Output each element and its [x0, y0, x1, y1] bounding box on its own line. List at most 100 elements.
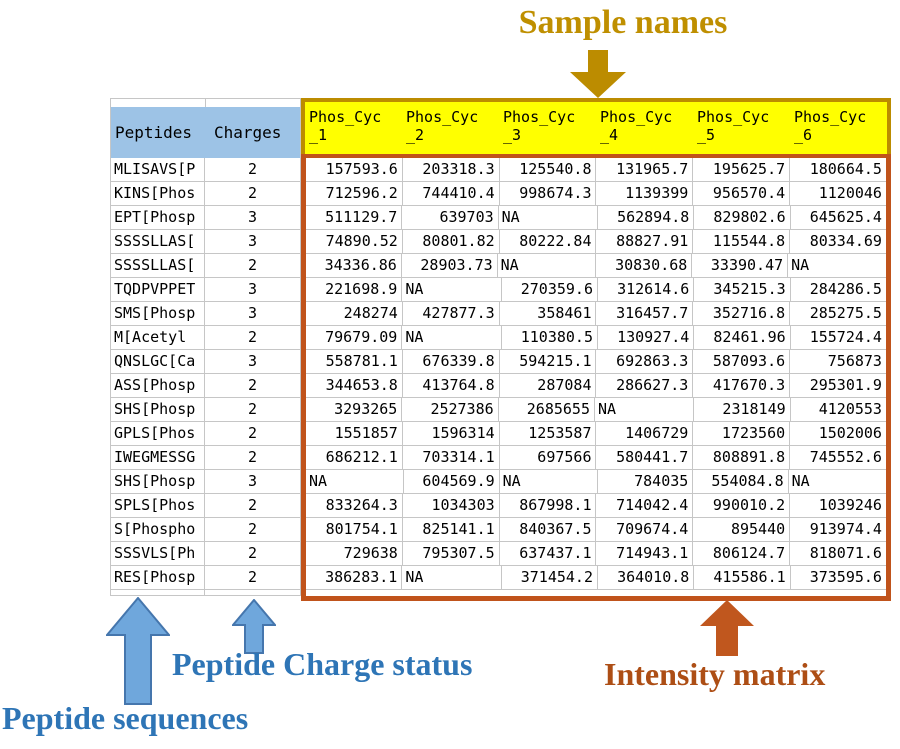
intensity-cell[interactable]: 28903.73 [402, 254, 498, 277]
intensity-cell[interactable]: 795307.5 [403, 542, 500, 565]
intensity-cell[interactable]: 417670.3 [693, 374, 791, 397]
intensity-cell[interactable]: 195625.7 [693, 158, 791, 181]
intensity-cell[interactable]: 221698.9 [306, 278, 403, 301]
intensity-cell[interactable]: 712596.2 [306, 182, 403, 205]
intensity-cell[interactable]: 990010.2 [693, 494, 791, 517]
sample-header-cell[interactable]: Phos_Cyc_3 [499, 102, 596, 154]
intensity-cell[interactable]: 203318.3 [403, 158, 500, 181]
intensity-cell[interactable]: 558781.1 [306, 350, 403, 373]
intensity-cell[interactable]: 1551857 [306, 422, 403, 445]
intensity-cell[interactable]: 1253587 [500, 422, 597, 445]
intensity-cell[interactable]: 344653.8 [306, 374, 403, 397]
intensity-cell[interactable]: 358461 [500, 302, 597, 325]
intensity-cell[interactable]: 80222.84 [500, 230, 597, 253]
intensity-cell[interactable]: 345215.3 [694, 278, 791, 301]
intensity-cell[interactable]: 1723560 [693, 422, 791, 445]
intensity-cell[interactable]: 34336.86 [306, 254, 402, 277]
intensity-cell[interactable]: 1039246 [818, 496, 882, 514]
intensity-cell[interactable]: 840367.5 [500, 518, 597, 541]
intensity-cell[interactable]: 895440 [693, 518, 791, 541]
intensity-cell[interactable]: 709674.4 [596, 518, 694, 541]
intensity-cell[interactable]: 1120046 [818, 184, 882, 202]
intensity-cell[interactable]: 270359.6 [502, 278, 598, 301]
intensity-cell[interactable]: 867998.1 [500, 494, 597, 517]
intensity-cell[interactable]: 131965.7 [596, 158, 694, 181]
intensity-cell[interactable]: 316457.7 [596, 302, 694, 325]
peptide-cell[interactable]: GPLS[Phos [111, 422, 205, 445]
intensity-cell[interactable]: 110380.5 [502, 326, 598, 349]
intensity-cell[interactable]: 676339.8 [403, 350, 500, 373]
charge-cell[interactable]: 3 [247, 352, 258, 370]
peptide-cell[interactable]: ASS[Phosp [111, 374, 205, 397]
peptide-cell[interactable]: SMS[Phosp [111, 302, 205, 325]
intensity-cell[interactable]: 697566 [500, 446, 597, 469]
intensity-cell[interactable]: 562894.8 [598, 206, 695, 229]
intensity-cell[interactable]: 1139399 [596, 182, 694, 205]
peptide-cell[interactable]: QNSLGC[Ca [111, 350, 205, 373]
intensity-cell[interactable]: 295301.9 [809, 376, 882, 394]
intensity-cell[interactable]: NA [499, 206, 598, 229]
intensity-cell[interactable]: 801754.1 [306, 518, 403, 541]
intensity-cell[interactable]: 33390.47 [692, 254, 789, 277]
intensity-cell[interactable]: 639703 [402, 206, 499, 229]
intensity-cell[interactable]: 745552.6 [809, 448, 882, 466]
intensity-cell[interactable]: 413764.8 [403, 374, 500, 397]
intensity-cell[interactable]: NA [791, 256, 810, 274]
intensity-cell[interactable]: 287084 [500, 374, 597, 397]
intensity-cell[interactable]: 155724.4 [809, 328, 882, 346]
intensity-cell[interactable]: 248274 [306, 302, 403, 325]
charge-cell[interactable]: 2 [247, 400, 258, 418]
intensity-cell[interactable]: 594215.1 [500, 350, 597, 373]
intensity-cell[interactable]: 806124.7 [693, 542, 791, 565]
intensity-cell[interactable]: NA [791, 472, 810, 490]
charge-cell[interactable]: 3 [247, 472, 258, 490]
intensity-cell[interactable]: 587093.6 [693, 350, 791, 373]
intensity-cell[interactable]: 373595.6 [809, 568, 882, 586]
intensity-cell[interactable]: 784035 [598, 470, 694, 493]
charge-cell[interactable]: 2 [247, 496, 258, 514]
charge-cell[interactable]: 2 [247, 256, 258, 274]
intensity-cell[interactable]: 2527386 [402, 398, 499, 421]
peptide-cell[interactable]: M[Acetyl [111, 326, 205, 349]
intensity-cell[interactable]: 2685655 [499, 398, 595, 421]
charge-cell[interactable]: 2 [247, 376, 258, 394]
intensity-cell[interactable]: 637437.1 [500, 542, 597, 565]
peptide-cell[interactable]: TQDPVPPET [111, 278, 205, 301]
peptide-cell[interactable]: SSSSLLAS[ [111, 254, 205, 277]
sample-header-cell[interactable]: Phos_Cyc_5 [693, 102, 790, 154]
peptide-cell[interactable]: EPT[Phosp [111, 206, 205, 229]
charge-cell[interactable]: 3 [247, 208, 258, 226]
intensity-cell[interactable]: 415586.1 [694, 566, 791, 589]
intensity-cell[interactable]: 744410.4 [403, 182, 500, 205]
intensity-cell[interactable]: NA [402, 278, 502, 301]
intensity-cell[interactable]: 30830.68 [596, 254, 693, 277]
sample-header-cell[interactable]: Phos_Cyc_4 [596, 102, 693, 154]
intensity-cell[interactable]: 692863.3 [596, 350, 694, 373]
intensity-cell[interactable]: 645625.4 [809, 208, 882, 226]
intensity-cell[interactable]: 80801.82 [403, 230, 500, 253]
peptide-cell[interactable]: MLISAVS[P [111, 158, 205, 181]
intensity-cell[interactable]: 312614.6 [598, 278, 695, 301]
intensity-cell[interactable]: 756873 [827, 352, 882, 370]
peptide-cell[interactable]: S[Phospho [111, 518, 205, 541]
intensity-cell[interactable]: 818071.6 [809, 544, 882, 562]
intensity-cell[interactable]: 371454.2 [502, 566, 598, 589]
intensity-cell[interactable]: 125540.8 [500, 158, 597, 181]
peptide-cell[interactable]: SHS[Phosp [111, 398, 205, 421]
intensity-cell[interactable]: 913974.4 [809, 520, 882, 538]
intensity-cell[interactable]: 808891.8 [693, 446, 791, 469]
intensity-cell[interactable]: 115544.8 [693, 230, 791, 253]
intensity-cell[interactable]: 180664.5 [809, 160, 882, 178]
charge-cell[interactable]: 2 [247, 568, 258, 586]
intensity-cell[interactable]: 604569.9 [404, 470, 500, 493]
intensity-cell[interactable]: 511129.7 [306, 206, 403, 229]
intensity-cell[interactable]: 956570.4 [693, 182, 791, 205]
intensity-cell[interactable]: 1596314 [403, 422, 500, 445]
intensity-cell[interactable]: 88827.91 [596, 230, 694, 253]
intensity-cell[interactable]: 554084.8 [693, 470, 789, 493]
intensity-cell[interactable]: 130927.4 [598, 326, 695, 349]
charge-cell[interactable]: 2 [247, 520, 258, 538]
intensity-cell[interactable]: NA [402, 566, 502, 589]
intensity-cell[interactable]: 998674.3 [500, 182, 597, 205]
charge-cell[interactable]: 3 [247, 304, 258, 322]
